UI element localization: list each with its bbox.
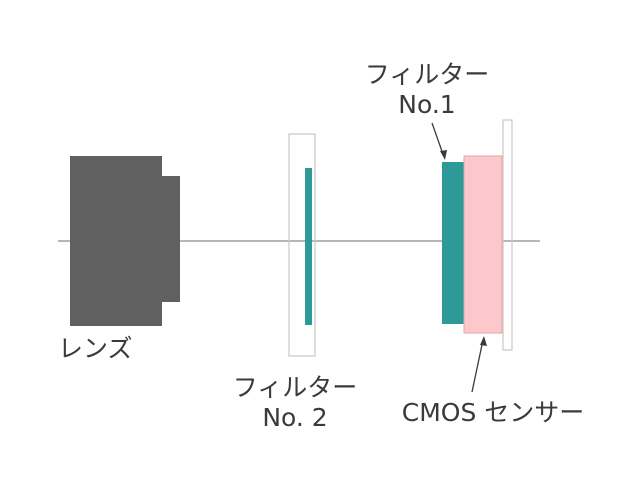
lens-mount [160, 176, 180, 302]
cmos-sensor [463, 155, 503, 334]
filter2-label-line2: No. 2 [262, 403, 328, 432]
cmos-pointer [471, 339, 484, 393]
lens-label-text: レンズ [58, 334, 133, 363]
sensor-board [502, 119, 513, 351]
cmos-pointer-arrowhead [480, 336, 487, 346]
lens-label: レンズ [58, 334, 170, 364]
filter2-frame [288, 133, 316, 357]
filter1-pointer-arrowhead [440, 150, 447, 160]
filter1-label-line1: フィルター [364, 60, 490, 89]
filter2-glass [305, 168, 312, 325]
filter1-label: フィルター No.1 [347, 60, 507, 120]
cmos-label-text: CMOS センサー [401, 398, 585, 427]
filter2-label: フィルター No. 2 [215, 373, 375, 433]
filter1-label-line2: No.1 [398, 90, 456, 119]
lens-body [70, 156, 180, 326]
lens-barrel [70, 156, 162, 326]
filter1-glass [442, 162, 464, 324]
filter2-label-line1: フィルター [232, 373, 358, 402]
cmos-label: CMOS センサー [388, 398, 598, 428]
